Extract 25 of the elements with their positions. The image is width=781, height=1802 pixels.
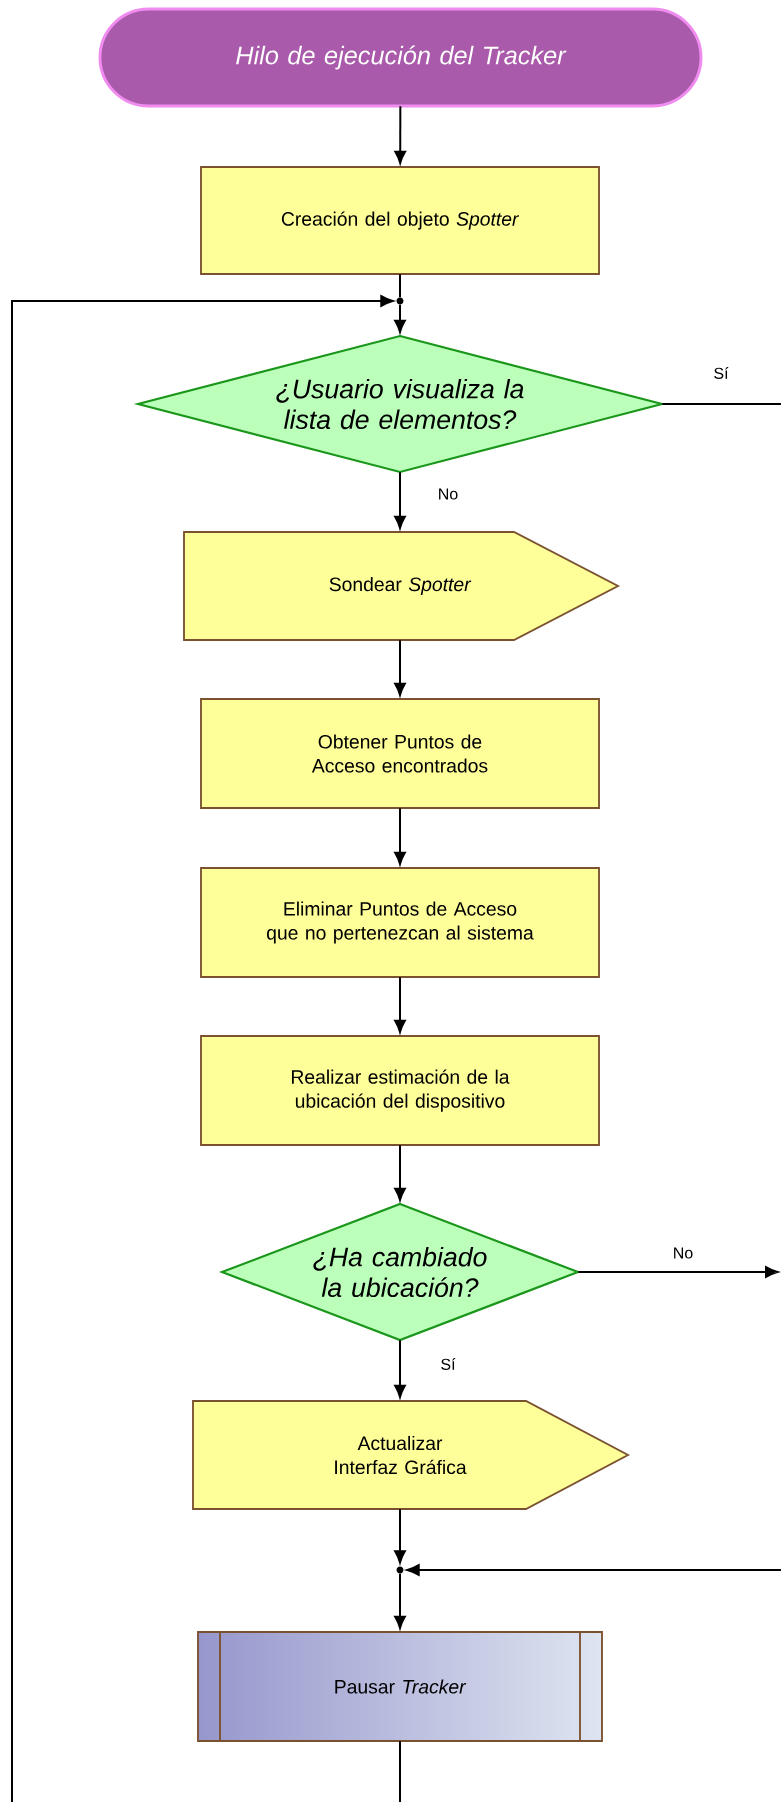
process-box: Creación del objeto Spotter <box>200 166 600 275</box>
arrow <box>394 1144 406 1201</box>
arrow <box>394 807 406 865</box>
arrow <box>394 471 406 529</box>
arrow <box>577 1266 779 1278</box>
process-box: Obtener Puntos de Acceso encontrados <box>200 698 600 809</box>
subprocess-box: Pausar Tracker <box>197 1631 603 1742</box>
arrow <box>394 639 406 696</box>
edge-label: No <box>671 1246 695 1260</box>
arrow <box>394 1572 406 1629</box>
arrow <box>406 1564 781 1576</box>
arrow <box>394 976 406 1033</box>
process-box: Realizar estimación de la ubicación del dispositivo <box>200 1035 600 1146</box>
arrow <box>394 303 406 333</box>
terminator-pill: Hilo de ejecución del Tracker <box>98 7 703 108</box>
pentagon-box: Actualizar Interfaz Gráfica <box>192 1400 630 1510</box>
pentagon-box: Sondear Spotter <box>183 531 621 641</box>
process-box: Eliminar Puntos de Acceso que no pertenezcan al sistema <box>200 867 600 978</box>
edge-label: No <box>436 487 460 501</box>
arrow <box>394 1339 406 1398</box>
edge-label: Sí <box>439 1356 457 1372</box>
arrow <box>394 1508 406 1564</box>
edge-label: Sí <box>712 365 730 381</box>
arrow <box>11 295 394 1802</box>
arrow <box>394 105 407 164</box>
